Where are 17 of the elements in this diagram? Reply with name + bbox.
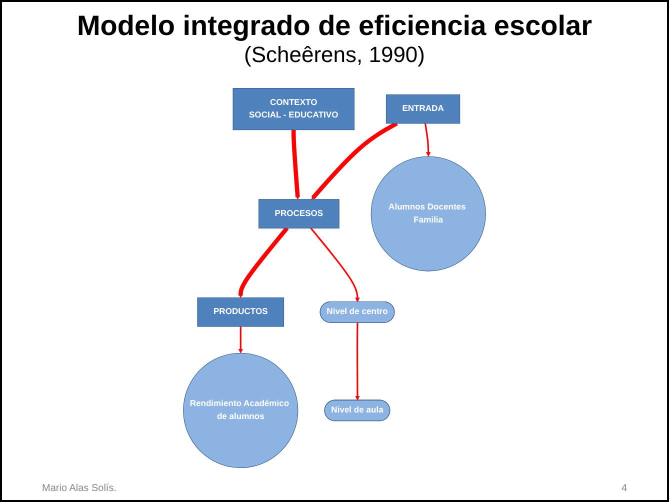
arrow [424, 123, 431, 157]
arrow [355, 322, 360, 401]
node-circle: Alumnos Docentes Familia [370, 156, 486, 272]
arrow [291, 130, 300, 200]
page-number: 4 [621, 483, 627, 494]
node-circle: Rendimiento Académico de alumnos [183, 352, 298, 468]
arrow [238, 326, 243, 354]
node-box: PROCESOS [258, 199, 340, 228]
node-box: CONTEXTO SOCIAL - EDUCATIVO [232, 88, 354, 130]
arrow [238, 226, 289, 298]
title: Modelo integrado de eficiencia escolar [76, 10, 594, 42]
arrow [310, 228, 360, 302]
subtitle: (Scheêrens, 1990) [243, 42, 426, 68]
node-box: PRODUCTOS [197, 297, 284, 327]
arrow [311, 122, 398, 200]
node-box: ENTRADA [386, 94, 460, 124]
author-footer: Mario Alas Solís. [42, 483, 116, 494]
